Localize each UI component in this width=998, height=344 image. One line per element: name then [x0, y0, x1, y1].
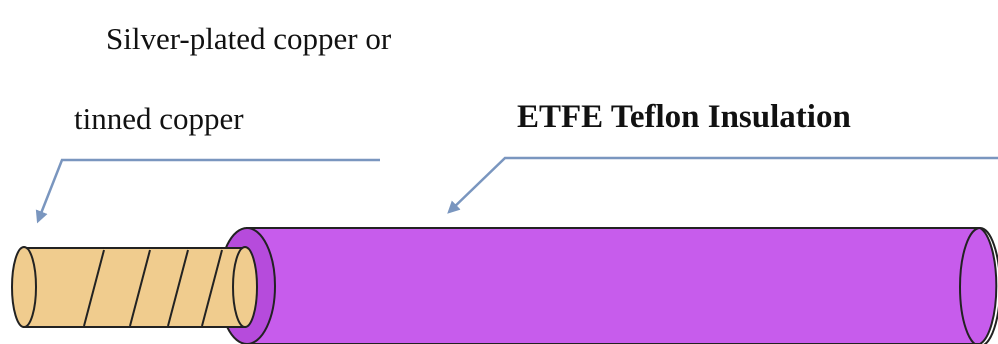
strand-line [83, 249, 105, 327]
strand-line [167, 249, 189, 327]
conductor-end-left [11, 246, 37, 328]
conductor-label-line1: Silver-plated copper or [106, 21, 392, 56]
conductor-end-right [232, 246, 258, 328]
conductor-leader-line [35, 158, 380, 224]
strand-line [201, 249, 223, 327]
insulation-leader-line [447, 156, 998, 214]
insulation-label: ETFE Teflon Insulation [517, 99, 851, 135]
insulation-jacket [246, 227, 998, 344]
insulation-end-cap [959, 227, 998, 344]
conductor-strands [83, 249, 223, 327]
conductor-label-line2: tinned copper [74, 101, 244, 136]
strand-line [129, 249, 151, 327]
